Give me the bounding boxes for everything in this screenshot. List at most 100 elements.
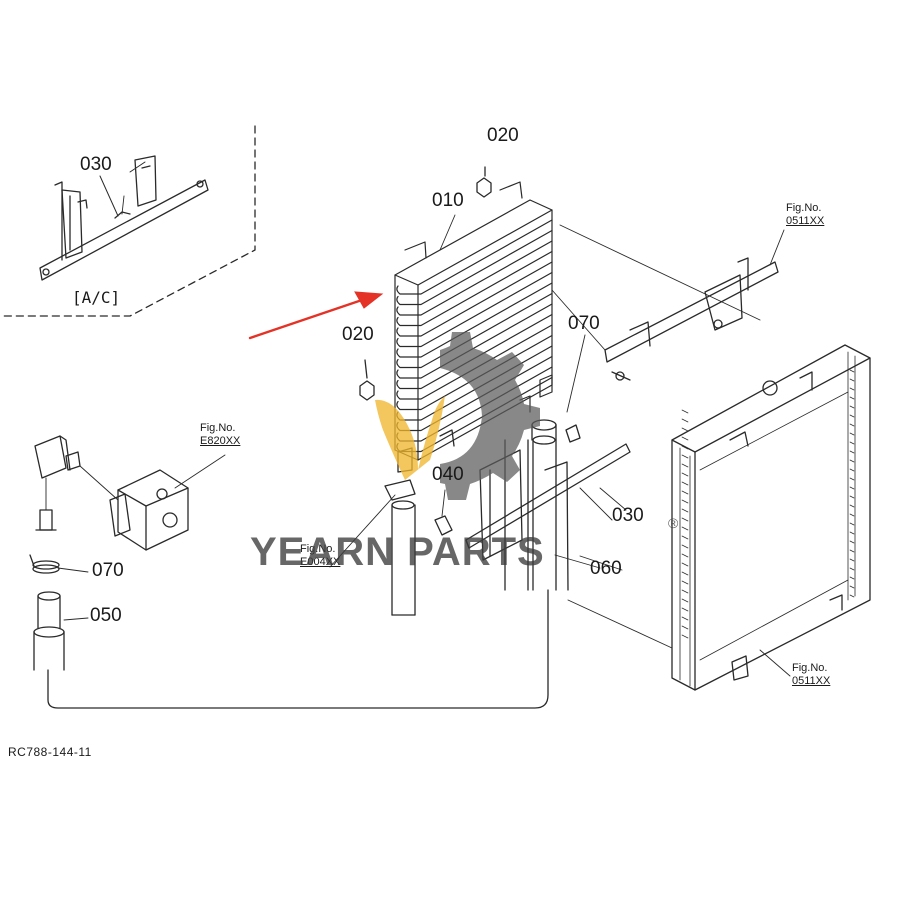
radiator	[671, 344, 871, 691]
fig-ref-pipe-number: E004XX	[300, 556, 341, 568]
callout-030-ac-bracket: 030	[80, 154, 112, 175]
cooler-fin	[396, 271, 553, 348]
radiator-hatch	[849, 369, 855, 373]
radiator-hatch	[681, 544, 689, 549]
radiator-hatch	[849, 495, 855, 499]
drawing-code: RC788-144-11	[8, 745, 92, 759]
radiator-hatch	[849, 522, 855, 526]
fig-ref-bracket: Fig.No. 0511XX	[786, 202, 824, 228]
fitting-040	[434, 489, 453, 536]
watermark-registered-mark: ®	[668, 515, 679, 531]
radiator-hatch	[849, 450, 855, 454]
ac-section-boundary	[0, 125, 256, 317]
radiator-hatch	[849, 414, 855, 418]
o-ring-070-left	[32, 560, 60, 574]
radiator-hatch	[681, 463, 689, 468]
stay-bar-030	[465, 443, 631, 549]
callout-020-top-nut: 020	[487, 125, 519, 146]
radiator-hatch	[681, 580, 689, 585]
radiator-hatch	[681, 490, 689, 495]
radiator-hatch	[849, 405, 855, 409]
radiator-hatch	[681, 535, 689, 540]
fig-ref-radiator: Fig.No. 0511XX	[792, 662, 830, 688]
radiator-hatch	[681, 562, 689, 567]
fig-ref-valve-title: Fig.No.	[200, 422, 236, 434]
radiator-hatch	[849, 477, 855, 481]
fig-ref-valve-number: E820XX	[200, 435, 241, 447]
connecting-hose-loop	[47, 589, 549, 709]
fig-ref-valve: Fig.No. E820XX	[200, 422, 240, 448]
cooler-fin	[396, 250, 553, 327]
radiator-hatch	[849, 576, 855, 580]
radiator-hatch	[681, 427, 689, 432]
watermark-gold-swoosh	[375, 396, 445, 480]
fig-ref-radiator-title: Fig.No.	[792, 662, 828, 674]
radiator-hatch	[681, 526, 689, 531]
radiator-hatch	[681, 481, 689, 486]
bracket-060	[439, 429, 601, 591]
radiator-hatch	[681, 445, 689, 450]
radiator-hatch	[849, 531, 855, 535]
watermark-logo	[375, 332, 540, 500]
radiator-hatch	[681, 589, 689, 594]
radiator-hatch	[849, 387, 855, 391]
fig-ref-radiator-number: 0511XX	[792, 675, 831, 687]
cooler-fin	[396, 303, 553, 379]
radiator-hatch	[681, 409, 689, 414]
watermark-text: YEARN PARTS	[250, 530, 545, 574]
cooler-fin	[396, 334, 553, 411]
radiator-hatch	[681, 625, 689, 630]
radiator-hatch	[681, 499, 689, 504]
radiator-hatch	[849, 423, 855, 427]
cooler-fin	[396, 324, 553, 400]
hose-stub-right	[504, 419, 581, 591]
radiator-hatch	[681, 517, 689, 522]
leader-lines	[57, 195, 785, 621]
radiator-hatch	[849, 540, 855, 544]
ac-bracket	[39, 155, 209, 281]
callout-050-hose: 050	[90, 605, 122, 626]
radiator-hatch	[681, 571, 689, 576]
radiator-hatch	[681, 553, 689, 558]
cooler-fin	[396, 261, 553, 337]
radiator-hatch	[681, 436, 689, 441]
nut-020-mid	[359, 359, 375, 401]
radiator-hatch	[681, 418, 689, 423]
fig-ref-bracket-number: 0511XX	[786, 215, 825, 227]
radiator-hatch	[681, 634, 689, 639]
cooler-fin	[396, 292, 553, 369]
radiator-hatch	[849, 459, 855, 463]
radiator-hatch	[849, 594, 855, 598]
callout-010-oil-cooler: 010	[432, 190, 464, 211]
radiator-hatch	[849, 558, 855, 562]
radiator-hatch	[849, 513, 855, 517]
callout-070-left: 070	[92, 560, 124, 581]
nut-020-top	[476, 166, 492, 198]
radiator-hatch	[849, 585, 855, 589]
radiator-hatch	[681, 616, 689, 621]
valve-block	[34, 435, 189, 551]
hose-050	[33, 591, 65, 671]
radiator-hatch	[681, 607, 689, 612]
radiator-hatch	[849, 396, 855, 400]
radiator-hatch	[849, 441, 855, 445]
radiator-hatch	[681, 454, 689, 459]
radiator-hatch	[681, 472, 689, 477]
mounting-bracket-rail	[551, 224, 779, 381]
callout-020-mid-nut: 020	[342, 324, 374, 345]
cooler-fin	[396, 229, 553, 306]
callout-060-bracket: 060	[590, 558, 622, 579]
radiator-hatch	[849, 432, 855, 436]
watermark-gear	[440, 332, 540, 500]
fig-ref-bracket-title: Fig.No.	[786, 202, 822, 214]
radiator-hatch	[849, 486, 855, 490]
radiator-hatch	[681, 598, 689, 603]
callout-030-stay-bar: 030	[612, 505, 644, 526]
radiator-hatch	[849, 549, 855, 553]
fig-ref-pipe: Fig.No. E004XX	[300, 543, 340, 569]
radiator-hatch	[849, 378, 855, 382]
radiator-hatch	[849, 504, 855, 508]
fig-ref-pipe-title: Fig.No.	[300, 543, 336, 555]
radiator-hatch	[849, 468, 855, 472]
